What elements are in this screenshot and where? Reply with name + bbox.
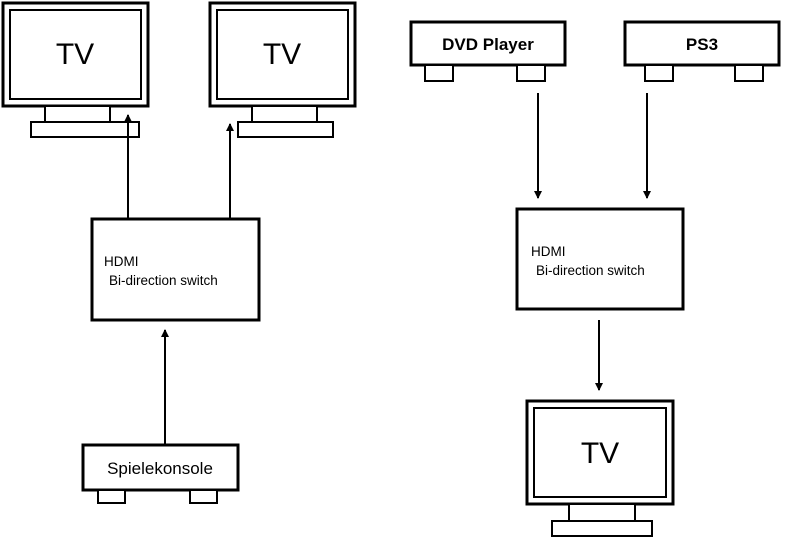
left-tv-2: TV [208,1,357,138]
left-tv-1-label: TV [56,38,94,71]
console-label: Spielekonsole [107,459,213,478]
ps3: PS3 [623,20,781,82]
left-hdmi-switch: HDMI Bi-direction switch [90,217,261,322]
right-hdmi-switch: HDMI Bi-direction switch [515,207,685,311]
right-switch-line2: Bi-direction switch [536,263,645,278]
game-console: Spielekonsole [81,443,240,504]
dvd-player: DVD Player [409,20,567,82]
left-tv-2-label: TV [263,38,301,71]
right-tv: TV [525,399,675,537]
left-switch-line2: Bi-direction switch [109,273,218,288]
ps3-label: PS3 [686,35,718,54]
left-tv-1: TV [1,1,150,138]
dvd-player-label: DVD Player [442,35,534,54]
left-switch-line1: HDMI [104,254,139,269]
right-tv-label: TV [581,437,619,470]
right-switch-line1: HDMI [531,244,566,259]
